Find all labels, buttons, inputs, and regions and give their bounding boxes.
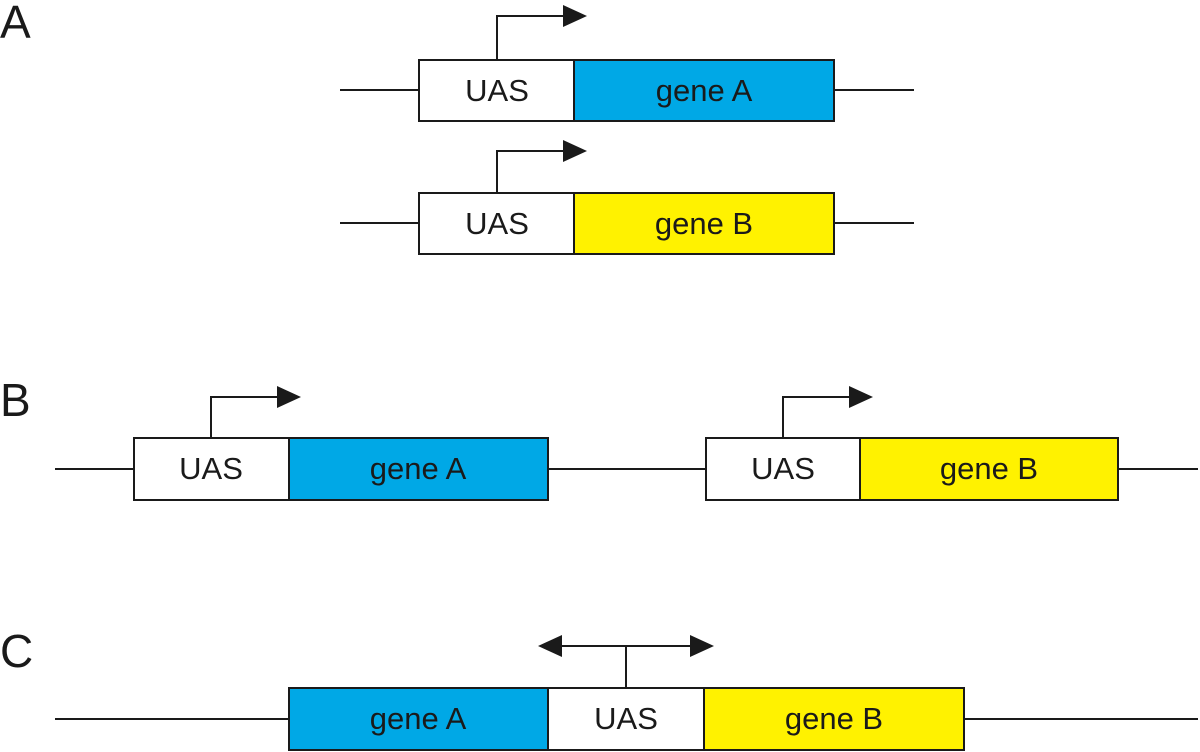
gene-b-box: [859, 437, 1119, 501]
gene-a-box: [573, 59, 835, 122]
panel-a-construct-gene-b: UAS gene B: [340, 140, 914, 255]
uas-box: [418, 192, 575, 255]
promoter-arrow-icon: [782, 386, 873, 438]
gene-b-label: gene B: [940, 451, 1038, 486]
uas-box: [547, 687, 705, 751]
gene-b-box: [703, 687, 965, 751]
panel-label-b: B: [0, 374, 31, 426]
gene-b-label: gene B: [785, 701, 883, 736]
panel-b-construct-gene-b: UAS gene B: [705, 386, 1119, 501]
gene-b-box: [573, 192, 835, 255]
uas-label: UAS: [465, 73, 529, 108]
uas-label: UAS: [465, 206, 529, 241]
gene-a-box: [288, 687, 549, 751]
gene-b-label: gene B: [655, 206, 753, 241]
uas-label: UAS: [179, 451, 243, 486]
panel-b-construct-gene-a: UAS gene A: [133, 386, 549, 501]
promoter-arrow-icon: [496, 5, 587, 60]
promoter-arrow-icon: [496, 140, 587, 193]
panel-c: C gene A UAS gene B: [0, 625, 1198, 751]
gene-a-label: gene A: [370, 701, 467, 736]
panel-a-construct-gene-a: UAS gene A: [340, 5, 914, 122]
gene-a-label: gene A: [656, 73, 753, 108]
panel-b: B UAS gene A UAS gene B: [0, 374, 1198, 501]
panel-label-c: C: [0, 625, 33, 677]
panel-label-a: A: [0, 0, 31, 48]
uas-label: UAS: [594, 701, 658, 736]
uas-label: UAS: [751, 451, 815, 486]
gene-a-box: [288, 437, 549, 501]
promoter-arrow-icon: [210, 386, 301, 438]
panel-a: A UAS gene A UAS gene B: [0, 0, 914, 255]
uas-box: [133, 437, 290, 501]
bidirectional-promoter: [538, 635, 714, 688]
gene-a-label: gene A: [370, 451, 467, 486]
